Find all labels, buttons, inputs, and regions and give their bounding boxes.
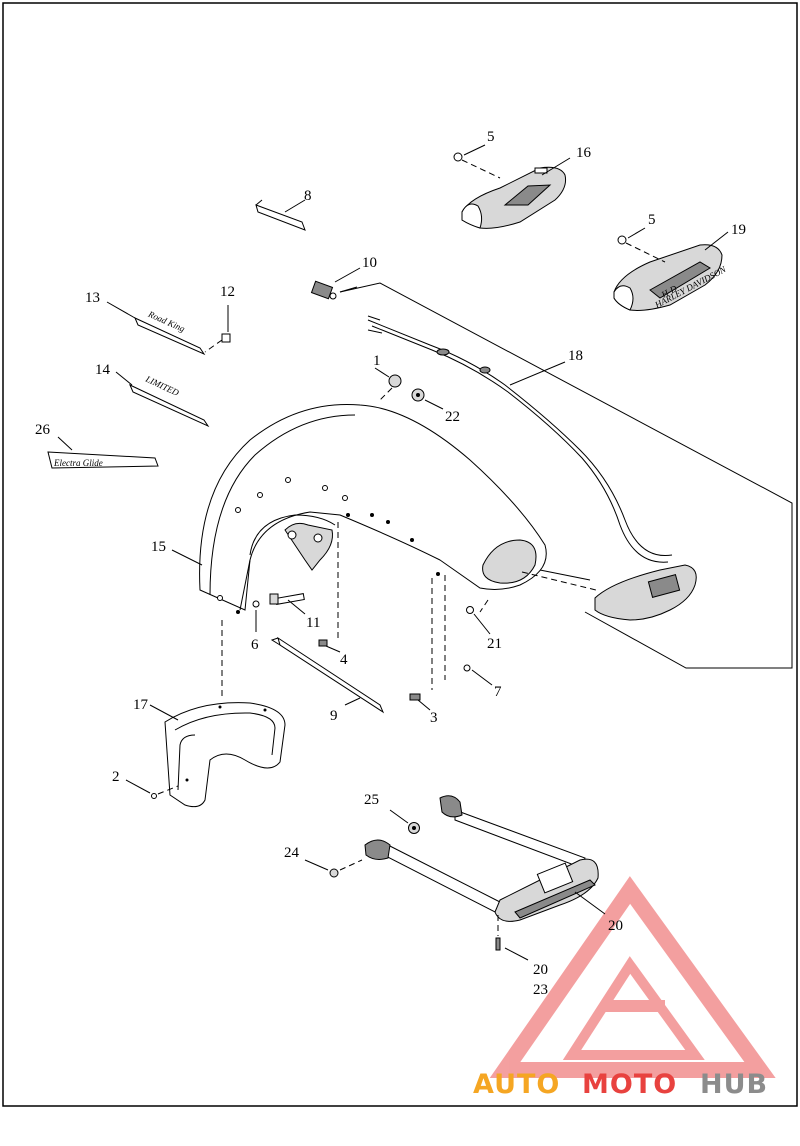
part-25-nut xyxy=(408,822,420,834)
part-15-rear-fender xyxy=(199,403,547,614)
watermark-moto: MOTO xyxy=(582,1069,677,1100)
part-8-strip xyxy=(255,199,306,231)
part-2-screw xyxy=(151,785,179,799)
callout-9: 9 xyxy=(330,708,338,724)
callout-15: 15 xyxy=(151,539,166,555)
watermark-wordmark: AUTO MOTO HUB xyxy=(473,1069,768,1100)
part-7-screw xyxy=(463,664,471,672)
callout-12: 12 xyxy=(220,284,235,300)
part-12-clip xyxy=(204,333,231,353)
callout-25: 25 xyxy=(364,792,379,808)
part-10-connector xyxy=(310,280,337,300)
part-9-trim-strip xyxy=(270,636,385,714)
part-22-nut xyxy=(411,388,425,402)
callout-18: 18 xyxy=(568,348,583,364)
callout-19: 19 xyxy=(731,222,746,238)
watermark-hub: HUB xyxy=(700,1069,768,1100)
screw-5-upper xyxy=(453,152,501,179)
part-23-pin xyxy=(495,915,501,951)
part-11-bolt xyxy=(269,593,305,605)
callout-14: 14 xyxy=(95,362,111,378)
part-20-support-rail xyxy=(364,795,599,922)
part-19-fender-tip: H-D xyxy=(613,244,723,311)
callout-21: 21 xyxy=(487,636,502,652)
callout-5-lower: 5 xyxy=(648,212,656,228)
callout-20-upper: 20 xyxy=(608,918,623,934)
part-16-fender-tip xyxy=(461,166,566,229)
part-3-screw xyxy=(409,693,421,701)
watermark-auto: AUTO xyxy=(473,1069,560,1100)
part-17-mud-flap xyxy=(164,702,286,808)
part-13-road-king-emblem: Road King xyxy=(134,309,206,356)
part-21-nut xyxy=(466,606,474,614)
part-26-electra-glide-emblem: Electra Glide xyxy=(47,451,159,469)
part-14-limited-emblem: LIMITED xyxy=(129,373,210,428)
fender-tail-light-assembly xyxy=(539,564,697,621)
callout-8: 8 xyxy=(304,188,312,204)
callout-20-lower: 20 xyxy=(533,962,548,978)
callout-24: 24 xyxy=(284,845,300,861)
harness-boundary xyxy=(339,282,793,669)
callout-4: 4 xyxy=(340,652,348,668)
callout-13: 13 xyxy=(85,290,100,306)
callout-11: 11 xyxy=(306,615,320,631)
screw-5-lower xyxy=(617,235,666,263)
callout-3: 3 xyxy=(430,710,438,726)
callout-7: 7 xyxy=(494,684,502,700)
callout-22: 22 xyxy=(445,409,460,425)
callout-17: 17 xyxy=(133,697,149,713)
callout-26: 26 xyxy=(35,422,51,438)
part-4-screw xyxy=(318,639,328,647)
callout-6: 6 xyxy=(251,637,259,653)
callout-10: 10 xyxy=(362,255,377,271)
callout-labels: 1 2 3 4 5 5 6 7 8 9 10 11 12 13 14 15 16… xyxy=(35,129,746,998)
diagram-border xyxy=(2,2,798,1107)
callout-5-upper: 5 xyxy=(487,129,495,145)
part-24-bolt xyxy=(329,859,363,878)
callout-23: 23 xyxy=(533,982,548,998)
part-1-nut xyxy=(377,374,402,403)
callout-2: 2 xyxy=(112,769,120,785)
electra-glide-emblem-text: Electra Glide xyxy=(53,458,103,468)
callout-16: 16 xyxy=(576,145,592,161)
part-18-wiring-harness xyxy=(367,315,673,563)
part-6-washer xyxy=(252,600,260,608)
watermark-logo-triangle xyxy=(489,876,776,1078)
callout-1: 1 xyxy=(373,353,381,369)
